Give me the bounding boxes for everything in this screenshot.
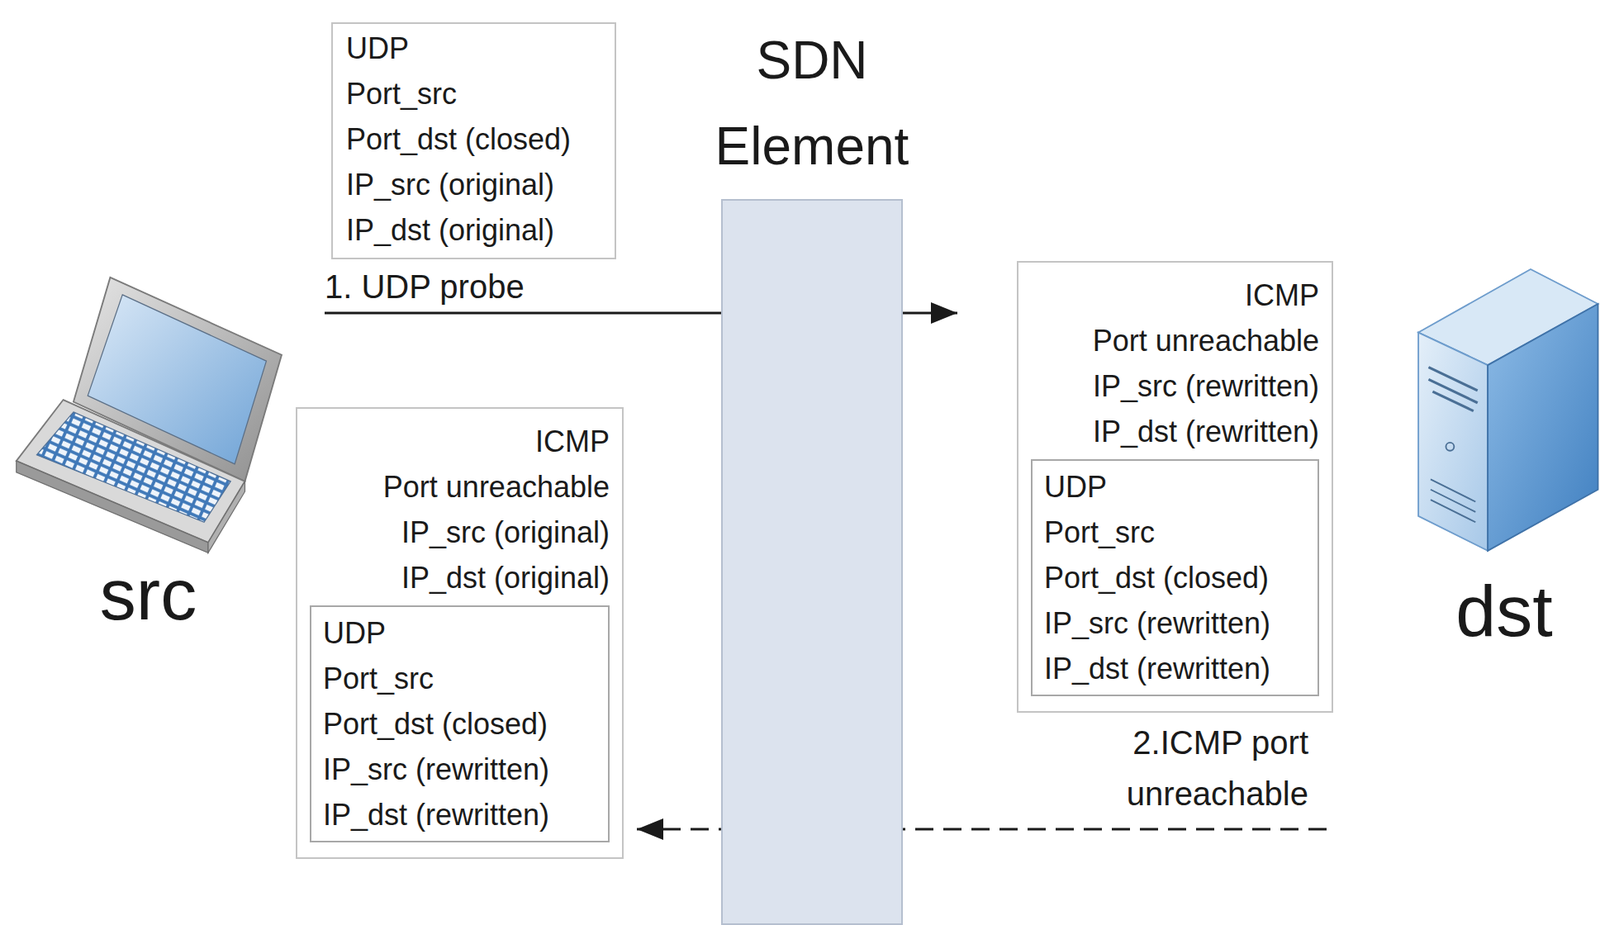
header-field: IP_src (rewritten) — [322, 746, 597, 793]
header-field: IP_src (original) — [346, 161, 602, 208]
header-field: Port_src — [346, 71, 602, 117]
element-heading: SDN Element — [683, 17, 941, 190]
header-field: IP_src (rewritten) — [1030, 363, 1320, 409]
header-field: IP_src (original) — [309, 509, 610, 556]
header-field: Port_dst (closed) — [346, 116, 602, 162]
header-field: IP_dst (rewritten) — [1030, 408, 1320, 455]
header-field: Port_src — [1044, 509, 1306, 556]
arrow-label: 1. UDP probe — [324, 261, 589, 313]
header-field: UDP — [322, 610, 597, 656]
header-field: IP_dst (original) — [346, 207, 602, 253]
header-field: IP_src (rewritten) — [1044, 600, 1306, 646]
header-field: Port unreachable — [309, 464, 610, 510]
host-node: dst — [1412, 264, 1596, 653]
encapsulated-header-box: UDPPort_srcPort_dst (closed)IP_src (rewr… — [1030, 459, 1320, 697]
header-field: Port_dst (closed) — [1044, 555, 1306, 601]
packet-header-box: UDPPort_srcPort_dst (closed)IP_src (orig… — [331, 22, 617, 260]
header-field: UDP — [1044, 464, 1306, 510]
host-label: src — [99, 553, 197, 637]
packet-box: ICMPPort unreachableIP_src (original)IP_… — [295, 407, 624, 860]
header-field: ICMP — [1030, 272, 1320, 319]
header-field: UDP — [346, 25, 602, 72]
arrow-label: 2.ICMP port unreachable — [1077, 716, 1309, 820]
host-label: dst — [1455, 569, 1553, 653]
header-field: ICMP — [309, 418, 610, 465]
packet-box: ICMPPort unreachableIP_src (rewritten)IP… — [1016, 261, 1334, 713]
header-field: IP_dst (original) — [309, 555, 610, 601]
header-field: Port_dst (closed) — [322, 701, 597, 747]
header-field: IP_dst (rewritten) — [1044, 645, 1306, 692]
header-field: Port_src — [322, 655, 597, 702]
laptop-icon — [16, 277, 282, 553]
header-field: IP_dst (rewritten) — [322, 792, 597, 838]
sdn-element-band: SDN Element — [721, 199, 903, 925]
host-node: src — [15, 275, 281, 637]
header-field: Port unreachable — [1030, 318, 1320, 364]
encapsulated-header-box: UDPPort_srcPort_dst (closed)IP_src (rewr… — [309, 605, 610, 843]
server-icon — [1418, 269, 1598, 551]
